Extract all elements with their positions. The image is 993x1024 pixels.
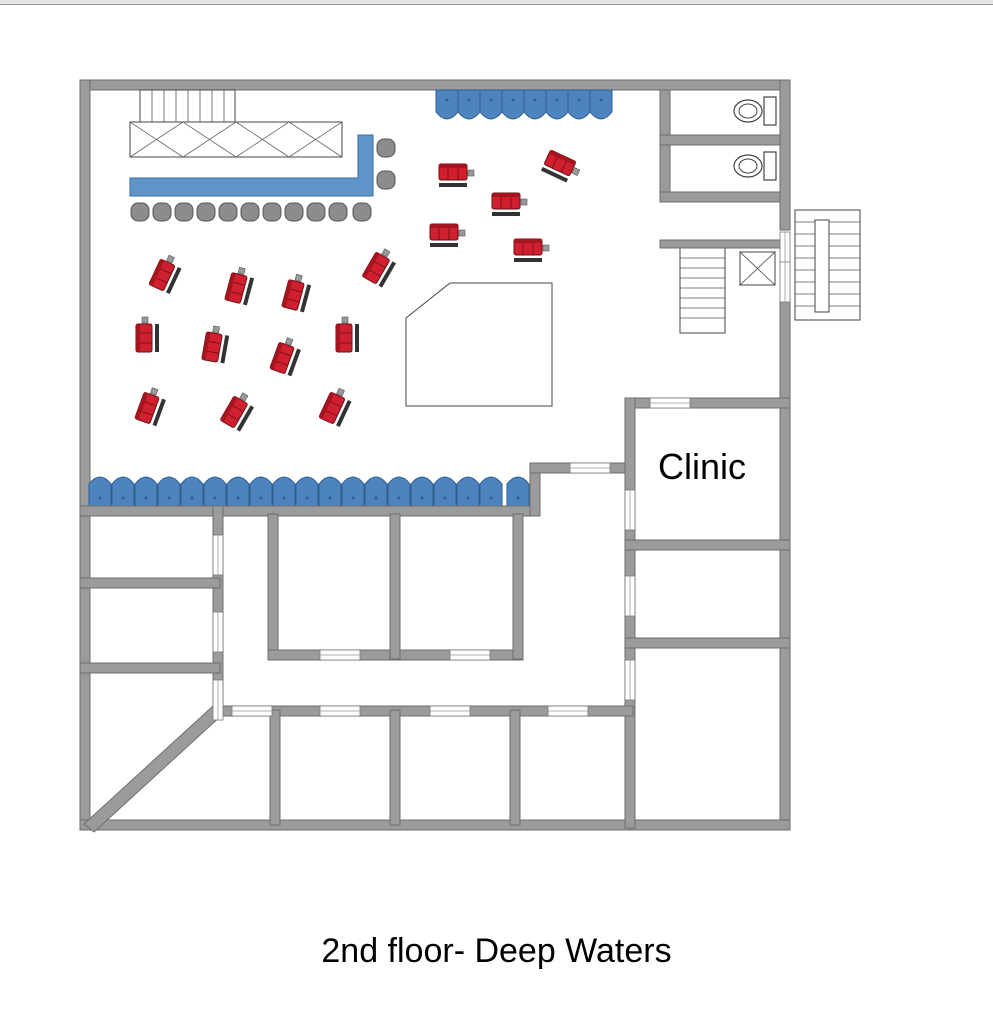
booth-bench-icon [88,476,530,507]
outer-walls [79,79,791,831]
dance-floor [405,282,553,407]
clinic-label: Clinic [658,446,747,487]
toilet-icon [733,96,777,126]
toilet-icon [733,151,777,181]
floor-caption: 2nd floor- Deep Waters [321,932,672,970]
top-border-line [0,0,993,5]
stair-landing-wall [659,239,786,249]
staircase-icon [139,89,861,334]
restrooms [659,89,781,203]
elevator-icon [739,251,776,286]
booth-bench-icon [435,89,613,120]
bar-counter [129,121,374,197]
